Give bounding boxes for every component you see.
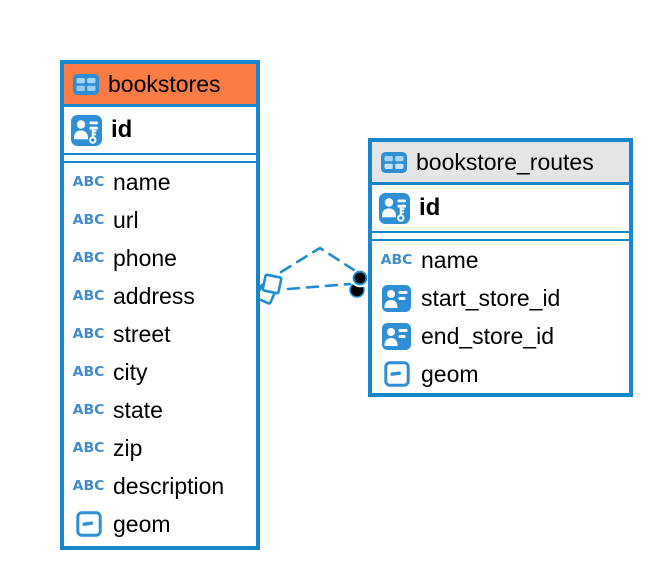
column-row-description[interactable]: ABC description <box>64 467 256 505</box>
column-name: end_store_id <box>421 322 554 349</box>
column-row-name[interactable]: ABC name <box>64 163 256 201</box>
table-icon <box>73 73 99 95</box>
relationship-line-2[interactable] <box>286 282 352 291</box>
column-name: phone <box>113 244 177 271</box>
column-name: start_store_id <box>421 284 561 311</box>
column-name: description <box>113 472 225 499</box>
column-name: city <box>113 358 148 385</box>
primary-key-row[interactable]: id <box>372 185 629 233</box>
column-row-phone[interactable]: ABC phone <box>64 239 256 277</box>
text-type-icon: ABC <box>72 478 105 494</box>
columns-section: ABC name ABC url ABC phone ABC address A… <box>64 161 256 543</box>
column-name: name <box>113 168 171 195</box>
table-bookstore-routes[interactable]: bookstore_routes id <box>368 138 633 397</box>
text-type-icon: ABC <box>380 252 413 268</box>
relationship-link-group[interactable] <box>255 246 370 305</box>
text-type-icon: ABC <box>72 364 105 380</box>
table-bookstore-routes-header[interactable]: bookstore_routes <box>372 142 629 185</box>
column-row-end-store-id[interactable]: end_store_id <box>372 317 629 355</box>
text-type-icon: ABC <box>72 326 105 342</box>
column-row-city[interactable]: ABC city <box>64 353 256 391</box>
column-name: name <box>421 246 479 273</box>
column-row-name[interactable]: ABC name <box>372 241 629 279</box>
primary-key-name: id <box>111 116 133 143</box>
column-row-url[interactable]: ABC url <box>64 201 256 239</box>
geometry-type-icon <box>73 511 104 537</box>
column-name: street <box>113 320 171 347</box>
column-row-address[interactable]: ABC address <box>64 277 256 315</box>
column-row-zip[interactable]: ABC zip <box>64 429 256 467</box>
reference-type-icon <box>381 322 412 350</box>
text-type-icon: ABC <box>72 250 105 266</box>
column-row-state[interactable]: ABC state <box>64 391 256 429</box>
text-type-icon: ABC <box>72 174 105 190</box>
column-row-geom[interactable]: geom <box>64 505 256 543</box>
dot-marker-upper <box>352 270 368 286</box>
text-type-icon: ABC <box>72 288 105 304</box>
column-name: url <box>113 206 139 233</box>
text-type-icon: ABC <box>72 402 105 418</box>
primary-key-row[interactable]: id <box>64 107 256 155</box>
reference-type-icon <box>381 284 412 312</box>
primary-key-icon <box>379 192 410 224</box>
column-row-start-store-id[interactable]: start_store_id <box>372 279 629 317</box>
relationship-line-1[interactable] <box>279 246 359 274</box>
columns-section: ABC name start_store_id <box>372 239 629 393</box>
dot-marker-group <box>349 268 370 298</box>
column-name: zip <box>113 434 143 461</box>
table-bookstores[interactable]: bookstores id <box>60 60 260 550</box>
text-type-icon: ABC <box>72 440 105 456</box>
primary-key-name: id <box>419 194 441 221</box>
section-divider <box>372 233 629 239</box>
text-type-icon: ABC <box>72 212 105 228</box>
column-row-street[interactable]: ABC street <box>64 315 256 353</box>
column-row-geom[interactable]: geom <box>372 355 629 393</box>
primary-key-icon <box>71 114 102 146</box>
table-bookstores-header[interactable]: bookstores <box>64 64 256 107</box>
section-divider <box>64 155 256 161</box>
table-title: bookstores <box>108 70 221 97</box>
column-name: address <box>113 282 195 309</box>
geometry-type-icon <box>381 361 412 387</box>
column-name: geom <box>421 360 479 387</box>
column-name: state <box>113 396 163 423</box>
column-name: geom <box>113 510 171 537</box>
table-icon <box>381 151 407 173</box>
table-title: bookstore_routes <box>416 148 594 175</box>
diamond-marker-front <box>261 273 283 295</box>
